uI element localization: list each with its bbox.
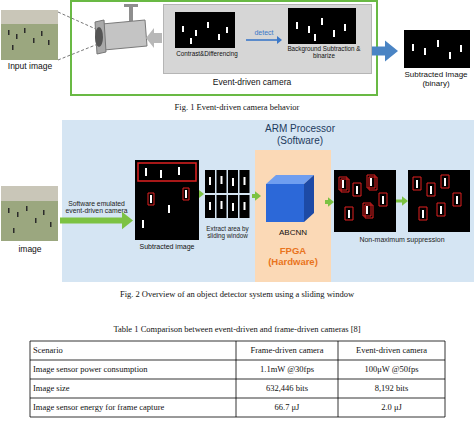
connector — [199, 190, 204, 198]
moving-objects — [209, 176, 246, 211]
binary-image — [175, 12, 235, 48]
camera-body — [102, 20, 147, 50]
table-cell: Scenario — [33, 341, 233, 360]
figure-caption: Fig. 2 Overview of an object detector sy… — [0, 289, 474, 299]
moving-objects — [142, 167, 187, 228]
connector — [396, 196, 408, 206]
connector — [325, 197, 334, 207]
connector-line — [246, 39, 278, 41]
window-mark — [148, 188, 189, 205]
arrow-head — [277, 36, 282, 44]
binary-image — [334, 170, 396, 232]
moving-objects — [182, 22, 228, 44]
detection-box — [413, 175, 461, 220]
table-cell: 8,192 bits — [341, 379, 442, 398]
arrow-head — [122, 212, 133, 230]
node-text: Subtracted Image (binary) — [398, 70, 474, 88]
node-text: Input image — [0, 62, 60, 72]
camera-lens — [95, 27, 103, 47]
connector — [372, 41, 398, 62]
sliding-window — [138, 163, 196, 181]
table-grid — [30, 341, 445, 417]
camera-hood — [95, 20, 106, 54]
connector — [252, 191, 261, 201]
arrow-head — [402, 196, 408, 206]
edge-label: Extract area by sliding window — [202, 225, 254, 239]
binary-image — [408, 170, 470, 232]
node-text: Contrast&Differencing — [168, 50, 246, 57]
image-panel — [408, 170, 470, 232]
arrow-head — [385, 41, 398, 62]
node-text: FPGA (Hardware) — [255, 246, 331, 268]
table-cell: 1.1mW @30fps — [239, 360, 335, 379]
edge-label: Non-maximum suppression — [356, 236, 448, 244]
table-cell: 66.7 μJ — [239, 398, 335, 417]
table-cell: Frame-driven camera — [239, 341, 335, 360]
photo-background — [1, 186, 58, 201]
image-panel — [334, 170, 396, 232]
process-box: Contrast&Differencing Background Subtract… — [163, 4, 372, 74]
node-text: image — [0, 245, 60, 255]
moving-objects — [296, 18, 346, 41]
moving-objects — [416, 178, 458, 218]
camera-mount — [124, 4, 138, 21]
connector-line — [325, 200, 329, 204]
image-panel: Contrast&Differencing — [168, 10, 246, 70]
moving-objects — [342, 178, 384, 218]
photo-grass — [1, 10, 58, 60]
image-panel: image — [0, 183, 60, 261]
table-cell: Image sensor power consumption — [33, 360, 233, 379]
image-panel: Subtracted Image (binary) — [398, 28, 474, 102]
node-text: Event-driven camera — [142, 78, 362, 88]
cube-front — [266, 184, 304, 222]
photo-people — [8, 206, 52, 233]
node-text: ABCNN — [261, 228, 325, 237]
cube-top — [266, 175, 314, 184]
connector — [60, 212, 133, 230]
node-text: ARM Processor (Software) — [250, 123, 350, 146]
node-text: Background Subtraction & binarize — [282, 45, 366, 59]
node-text: Subtracted image — [133, 243, 201, 251]
fpga-box: FPGA (Hardware) ABCNN — [255, 150, 331, 282]
table-cell: Event-driven camera — [341, 341, 442, 360]
photo-people — [8, 28, 50, 50]
arrow-head — [328, 197, 334, 207]
arrow-head — [199, 190, 204, 198]
crop-tile — [205, 170, 250, 218]
table-cell: 100μW @50fps — [341, 360, 442, 379]
moving-objects — [412, 40, 462, 59]
edge-label: Software emulated event-driven camera — [62, 200, 132, 216]
image-panel: Subtracted image — [133, 158, 201, 258]
connector-line — [252, 194, 256, 198]
crop-panel — [204, 168, 252, 220]
table-cell: Image sensor energy for frame capture — [33, 398, 233, 417]
connector-line — [200, 193, 202, 196]
photo-grass — [1, 186, 58, 241]
binary-image — [404, 30, 470, 68]
binary-image — [288, 8, 356, 44]
connector — [246, 36, 282, 44]
binary-image — [135, 160, 199, 240]
connector-line — [372, 47, 386, 56]
figure-caption: Fig. 1 Event-driven camera behavior — [0, 102, 474, 112]
camera-box: Event-driven camera Contrast&Differencing… — [70, 0, 378, 96]
cnn-block: ABCNN — [261, 172, 325, 244]
photo-background — [1, 10, 58, 24]
image-panel: Background Subtraction & binarize — [282, 6, 366, 72]
figure-caption: Table 1 Comparison between event-driven … — [0, 324, 474, 334]
connector-line — [396, 200, 403, 203]
arrow-head — [255, 191, 261, 201]
feedback-arrow — [146, 28, 162, 48]
table-cell: 2.0 μJ — [341, 398, 442, 417]
connector-line — [60, 218, 123, 224]
edge-label: detect — [244, 29, 284, 37]
table-cell: 632,446 bits — [239, 379, 335, 398]
cube-side — [304, 175, 314, 222]
table-cell: Image size — [33, 379, 233, 398]
detection-box — [339, 175, 387, 220]
view-line — [58, 12, 98, 60]
image-panel: Input image — [0, 8, 60, 96]
